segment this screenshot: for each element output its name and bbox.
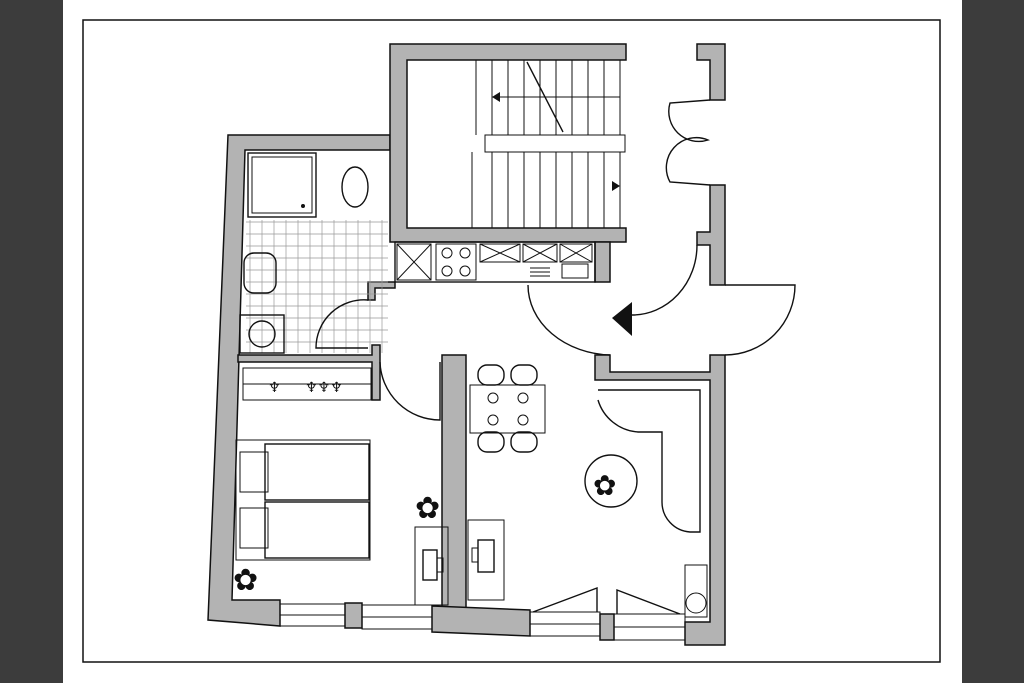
desk-icon <box>467 519 505 601</box>
bedroom: ♆♆♆♆ ✿ ✿ <box>233 361 449 606</box>
plant-icon <box>584 454 638 508</box>
door-swing-icon <box>631 244 698 316</box>
stove-icon <box>435 243 477 281</box>
entrance <box>527 99 796 356</box>
svg-text:♆♆♆: ♆♆♆ <box>305 380 343 396</box>
dining-table-icon <box>469 364 546 453</box>
door-swing-icon <box>527 284 611 356</box>
sink-icon <box>243 252 277 294</box>
window-pier-2 <box>599 613 615 641</box>
svg-text:♆: ♆ <box>268 380 281 396</box>
plant-icon: ✿ <box>233 563 258 598</box>
door-swing-icon <box>315 299 369 349</box>
stairs-icon <box>471 60 626 228</box>
right-wall <box>594 354 726 646</box>
door-swing-icon <box>724 284 796 356</box>
heater <box>684 564 708 618</box>
entry-wall-mid <box>696 184 726 286</box>
kitchen-end-wall <box>594 241 611 283</box>
washing-machine-icon <box>239 314 285 354</box>
door-swing-icon <box>665 99 711 186</box>
windows <box>279 586 686 641</box>
kitchen-sink-icon <box>530 263 589 279</box>
closet <box>597 389 701 533</box>
bed-icon <box>235 439 371 561</box>
window-pier-1 <box>344 602 363 629</box>
walls <box>207 43 726 646</box>
bottom-wall-mid <box>431 605 531 637</box>
entrance-arrow-icon <box>612 302 632 336</box>
partition-wall <box>441 354 467 611</box>
toilet-icon <box>341 166 369 208</box>
living-room: ✿ <box>467 364 708 618</box>
desk-icon <box>414 526 449 606</box>
bathroom-wall <box>237 344 381 401</box>
shower-icon <box>247 152 317 218</box>
window-sash <box>532 586 598 613</box>
bathroom <box>239 152 388 354</box>
svg-text:✿: ✿ <box>593 469 616 502</box>
door-swing-icon <box>379 361 441 421</box>
plant-icon: ✿ <box>415 491 440 526</box>
kitchen <box>394 241 596 283</box>
window-sash <box>616 588 681 615</box>
